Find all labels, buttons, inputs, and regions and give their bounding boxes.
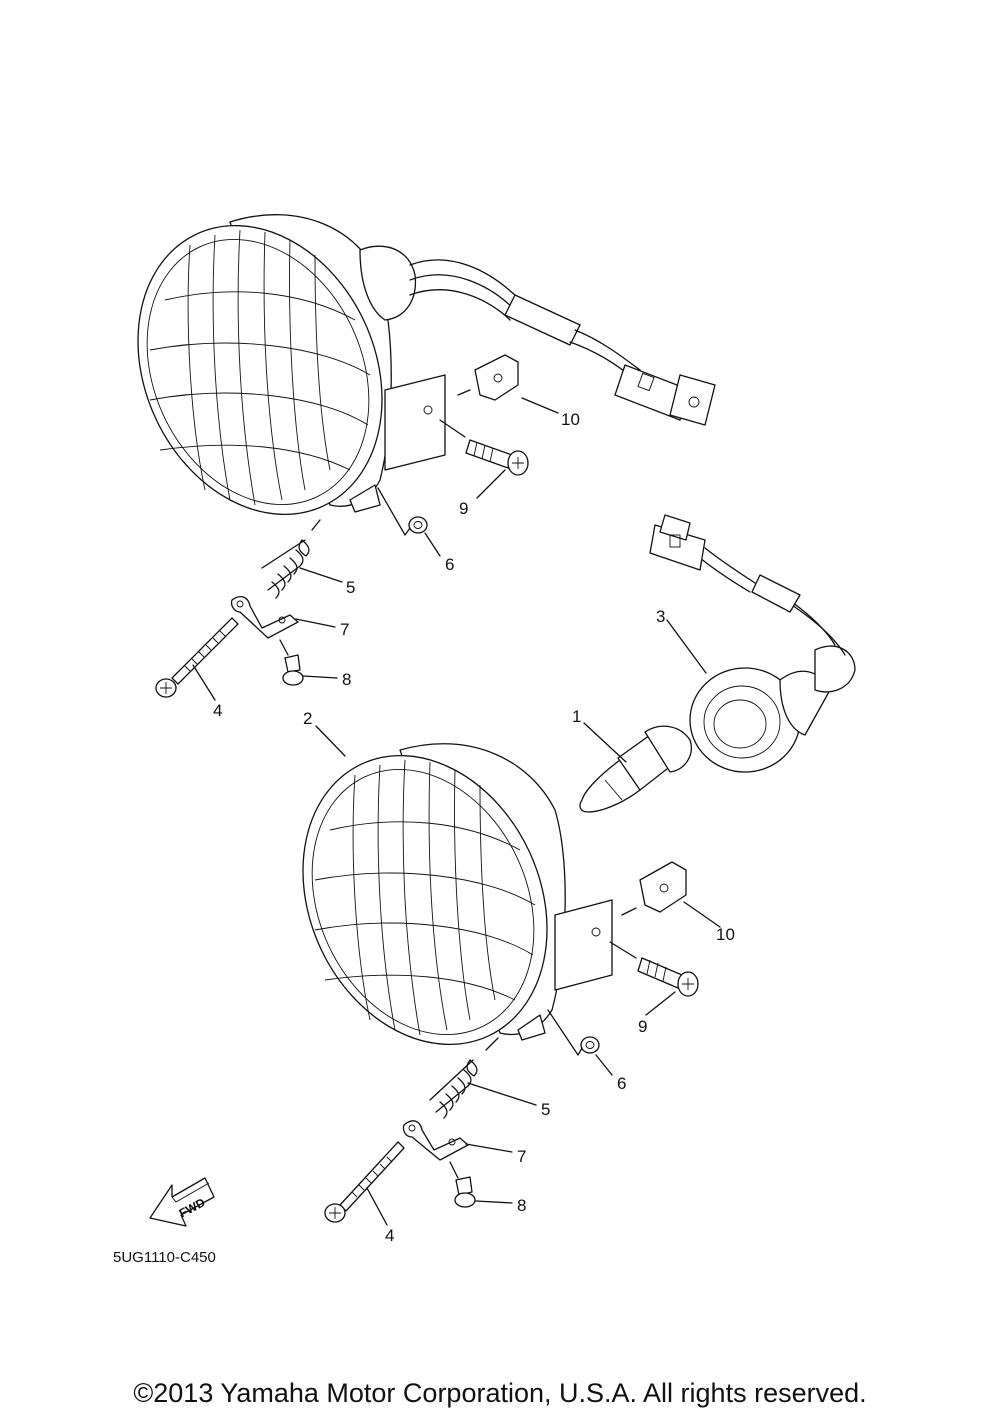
upper-headlight-lens — [137, 224, 383, 516]
lower-nut-part-6 — [547, 1009, 600, 1056]
leader-lines — [192, 397, 721, 1226]
upper-callout-7: 7 — [340, 620, 349, 639]
lower-callout-5: 5 — [541, 1100, 550, 1119]
lower-callout-8: 8 — [517, 1196, 526, 1215]
upper-spring-part-5 — [261, 519, 321, 599]
lower-bolt-part-4 — [324, 1141, 405, 1223]
upper-bolt-part-4 — [155, 617, 239, 698]
socket-harness-part-3 — [649, 514, 856, 773]
lower-spring-part-5 — [429, 1037, 499, 1119]
upper-callout-9: 9 — [459, 499, 468, 518]
upper-nut-part-6 — [377, 487, 428, 536]
lower-callout-2: 2 — [303, 709, 312, 728]
upper-callout-5: 5 — [346, 578, 355, 597]
callout-labels: 10 9 6 5 7 8 4 2 1 3 10 9 6 5 7 8 4 — [213, 410, 735, 1245]
lower-callout-4: 4 — [385, 1226, 394, 1245]
copyright-notice: ©2013 Yamaha Motor Corporation, U.S.A. A… — [133, 1378, 867, 1408]
upper-callout-4: 4 — [213, 701, 222, 720]
upper-clip-part-10 — [457, 354, 519, 401]
lower-callout-10: 10 — [716, 925, 735, 944]
upper-headlight-assembly — [137, 214, 716, 698]
upper-screw-part-9 — [439, 419, 529, 476]
fwd-arrow-icon: FWD — [149, 1177, 215, 1227]
lower-screw-part-9 — [609, 941, 699, 997]
lower-callout-7: 7 — [517, 1147, 526, 1166]
lower-bracket-part-7 — [402, 1120, 469, 1161]
lower-headlight-lens — [302, 754, 548, 1046]
lower-headlight-assembly — [302, 743, 699, 1223]
lower-callout-6: 6 — [617, 1074, 626, 1093]
lower-callout-9: 9 — [638, 1017, 647, 1036]
upper-callout-6: 6 — [445, 555, 454, 574]
bulb-part-1 — [579, 725, 692, 813]
upper-wire-connector — [614, 364, 716, 426]
lower-clip-part-10 — [621, 861, 687, 916]
lower-screw-part-8 — [449, 1161, 476, 1208]
lower-callout-1: 1 — [572, 707, 581, 726]
upper-callout-10: 10 — [561, 410, 580, 429]
lower-callout-3: 3 — [656, 607, 665, 626]
upper-bracket-part-7 — [230, 595, 299, 639]
diagram-code: 5UG1110-C450 — [113, 1249, 216, 1266]
upper-callout-8: 8 — [342, 670, 351, 689]
upper-screw-part-8 — [279, 639, 304, 686]
